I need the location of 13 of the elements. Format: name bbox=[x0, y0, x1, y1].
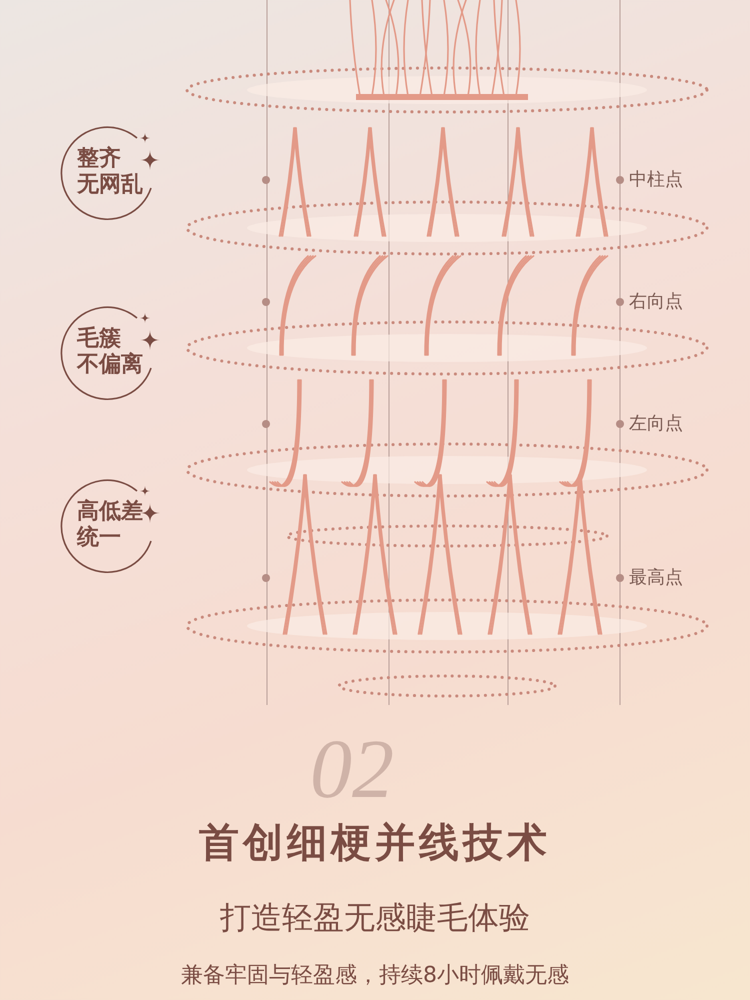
description-text: 兼备牢固与轻盈感，持续8小时佩戴无感 bbox=[180, 962, 570, 990]
point-label: 最高点 bbox=[629, 567, 683, 589]
subtitle: 打造轻盈无感睫毛体验 bbox=[219, 899, 531, 938]
badge-text: 统一 bbox=[77, 525, 121, 551]
title: 首创细梗并线技术 bbox=[198, 819, 552, 868]
badge-text: 毛簇 bbox=[77, 326, 121, 352]
badge-text: 无网乱 bbox=[77, 172, 143, 198]
badge-text: 高低差 bbox=[77, 499, 143, 525]
point-label: 中柱点 bbox=[629, 169, 683, 191]
point-label: 右向点 bbox=[629, 291, 683, 313]
point-label: 左向点 bbox=[629, 413, 683, 435]
badge-text: 不偏离 bbox=[77, 352, 143, 378]
badge-text: 整齐 bbox=[77, 146, 121, 172]
